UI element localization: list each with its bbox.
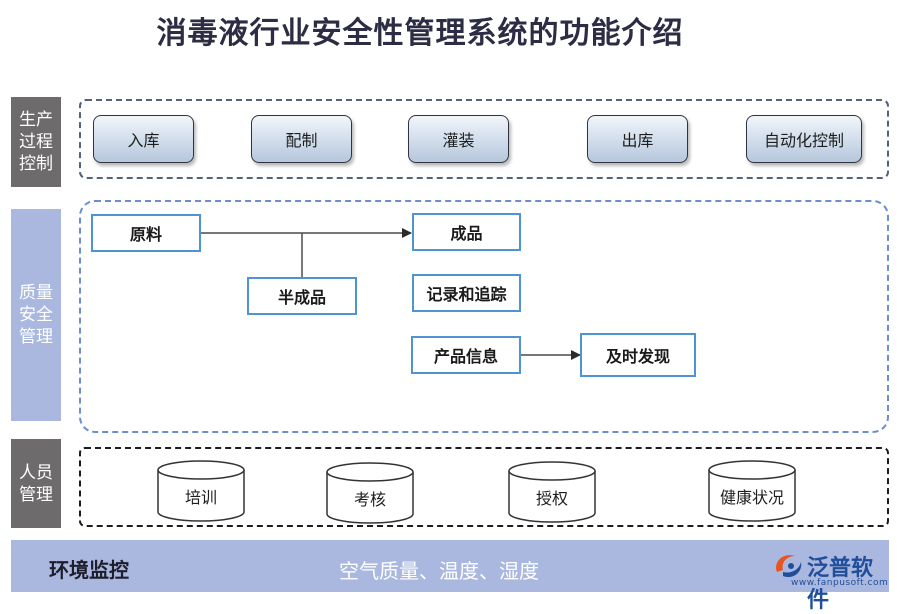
quality-section-label: 质量 安全 管理 xyxy=(11,209,61,421)
quality-label-text: 质量 安全 管理 xyxy=(19,283,53,347)
page-title: 消毒液行业安全性管理系统的功能介绍 xyxy=(156,16,684,51)
product-info-box: 产品信息 xyxy=(411,336,521,374)
record-tracking-box: 记录和追踪 xyxy=(412,274,521,312)
logo-url: www.fanpusoft.com xyxy=(791,578,889,588)
logo-swirl-icon xyxy=(776,555,802,578)
authorization-label: 授权 xyxy=(535,489,568,508)
step-outbound: 出库 xyxy=(587,115,688,163)
semi-finished-box: 半成品 xyxy=(247,277,357,315)
raw-material-box: 原料 xyxy=(91,214,201,252)
personnel-frame xyxy=(79,447,889,527)
cylinder-assessment: 考核 xyxy=(326,462,414,524)
health-status-label: 健康状况 xyxy=(719,488,784,507)
production-section-label: 生产 过程 控制 xyxy=(11,97,61,187)
cylinder-authorization: 授权 xyxy=(508,461,596,523)
personnel-label-text: 人员 管理 xyxy=(19,462,53,505)
environment-content: 空气质量、温度、湿度 xyxy=(339,559,539,583)
environment-label: 环境监控 xyxy=(49,558,129,582)
production-label-text: 生产 过程 控制 xyxy=(19,110,53,174)
environment-bar: 环境监控 空气质量、温度、湿度 泛普软件 www.fanpusoft.com xyxy=(11,540,889,613)
quality-frame xyxy=(79,200,889,433)
step-automation-control: 自动化控制 xyxy=(746,115,862,163)
production-frame xyxy=(79,99,889,179)
finished-product-box: 成品 xyxy=(412,213,521,251)
flow-connectors xyxy=(201,228,581,360)
personnel-section-label: 人员 管理 xyxy=(11,439,61,528)
timely-detection-box: 及时发现 xyxy=(580,333,696,377)
assessment-label: 考核 xyxy=(353,490,386,509)
cylinder-health-status: 健康状况 xyxy=(708,460,796,522)
training-label: 培训 xyxy=(184,488,217,507)
step-filling: 灌装 xyxy=(408,115,509,163)
cylinder-training: 培训 xyxy=(157,460,245,522)
step-preparation: 配制 xyxy=(251,115,352,163)
brand-logo: 泛普软件 www.fanpusoft.com xyxy=(771,548,889,613)
step-inbound: 入库 xyxy=(93,115,194,163)
